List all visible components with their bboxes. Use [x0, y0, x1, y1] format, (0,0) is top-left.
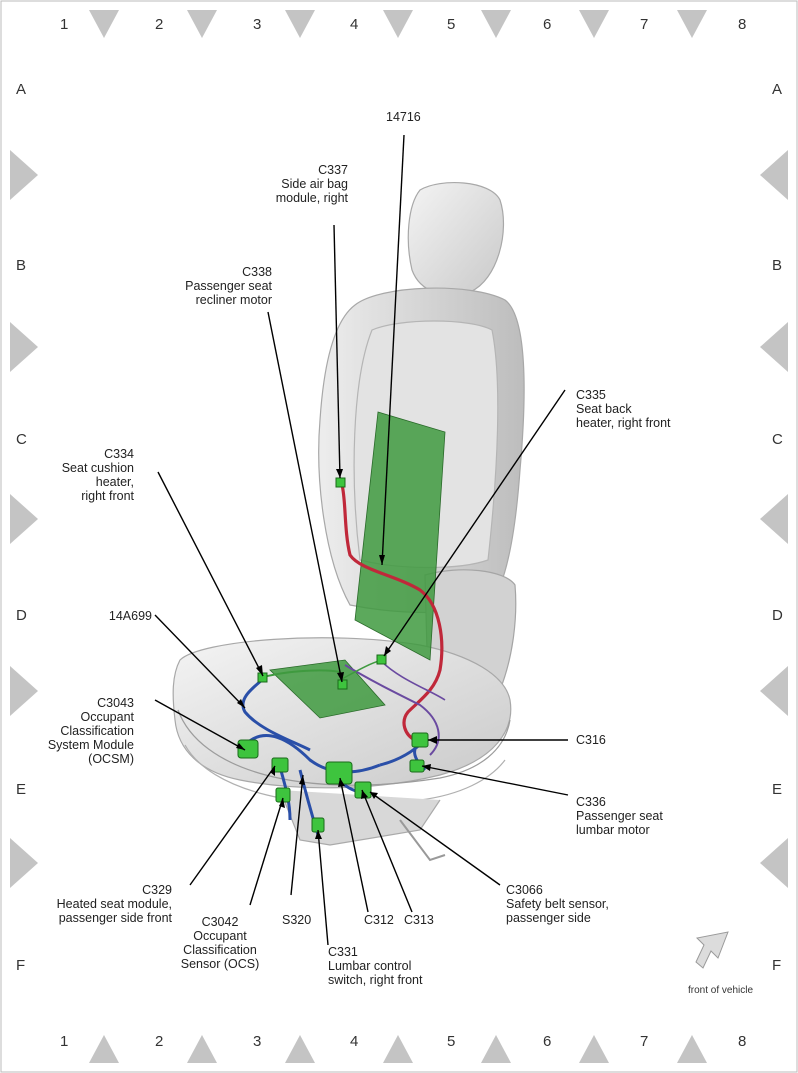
connector-c336 — [409, 759, 425, 773]
grid-row-c-right: C — [772, 431, 783, 448]
grid-row-e-left: E — [16, 781, 27, 798]
grid-col-7-bottom: 7 — [640, 1033, 649, 1050]
label-c337: C337 Side air bag module, right — [275, 163, 348, 205]
grid-row-b-left: B — [16, 257, 27, 274]
connector-c337 — [335, 477, 346, 488]
label-c316: C316 — [576, 733, 606, 747]
red-harness — [340, 484, 444, 742]
connectors — [237, 477, 429, 833]
label-c312: C312 — [364, 913, 394, 927]
leader-arrowheads — [236, 469, 437, 839]
grid-col-2-bottom: 2 — [155, 1033, 164, 1050]
grid-row-f-left: F — [16, 957, 26, 974]
label-c334: C334 Seat cushion heater, right front — [61, 447, 134, 503]
label-c3066: C3066 Safety belt sensor, passenger side — [506, 883, 609, 925]
connector-c3043 — [237, 739, 259, 759]
grid-markers-right — [760, 150, 788, 888]
connector-c329 — [271, 757, 289, 773]
grid-col-6-top: 6 — [543, 16, 552, 33]
grid-row-d-left: D — [16, 607, 27, 624]
grid-col-3-top: 3 — [253, 16, 262, 33]
connector-c316 — [411, 732, 429, 748]
connector-c335 — [376, 654, 387, 665]
front-of-vehicle-label: front of vehicle — [688, 985, 754, 996]
leader-lines — [154, 134, 569, 946]
front-of-vehicle-arrow — [695, 931, 729, 969]
grid-col-4-top: 4 — [350, 16, 359, 33]
connector-c338 — [337, 679, 348, 690]
grid-col-8-bottom: 8 — [738, 1033, 747, 1050]
grid-row-a-right: A — [772, 81, 783, 98]
grid-col-1-top: 1 — [60, 16, 69, 33]
seat-back-heater-pad — [354, 411, 446, 661]
grid-col-4-bottom: 4 — [350, 1033, 359, 1050]
grid-markers-left — [10, 150, 38, 888]
label-c313: C313 — [404, 913, 434, 927]
grid-col-1-bottom: 1 — [60, 1033, 69, 1050]
grid-markers-top — [89, 10, 707, 38]
label-c3043: C3043 Occupant Classification System Mod… — [47, 696, 134, 766]
label-14a699: 14A699 — [108, 609, 152, 623]
label-c3042: C3042 Occupant Classification Sensor (OC… — [180, 915, 260, 971]
label-c338: C338 Passenger seat recliner motor — [185, 265, 272, 307]
grid-row-b-right: B — [772, 257, 783, 274]
grid-row-d-right: D — [772, 607, 783, 624]
label-c329: C329 Heated seat module, passenger side … — [56, 883, 172, 925]
grid-col-7-top: 7 — [640, 16, 649, 33]
grid-col-8-top: 8 — [738, 16, 747, 33]
label-c336: C336 Passenger seat lumbar motor — [576, 795, 663, 837]
grid-col-6-bottom: 6 — [543, 1033, 552, 1050]
connector-c312 — [325, 761, 353, 785]
grid-col-5-bottom: 5 — [447, 1033, 456, 1050]
connector-c331 — [311, 817, 325, 833]
label-14716: 14716 — [386, 110, 421, 124]
grid-col-5-top: 5 — [447, 16, 456, 33]
grid-row-e-right: E — [772, 781, 783, 798]
grid-col-2-top: 2 — [155, 16, 164, 33]
grid-markers-bottom — [89, 1035, 707, 1063]
grid-row-a-left: A — [16, 81, 27, 98]
grid-row-f-right: F — [772, 957, 782, 974]
label-c335: C335 Seat back heater, right front — [576, 388, 671, 430]
grid-row-c-left: C — [16, 431, 27, 448]
grid-col-3-bottom: 3 — [253, 1033, 262, 1050]
label-c331: C331 Lumbar control switch, right front — [328, 945, 423, 987]
label-s320: S320 — [282, 913, 312, 927]
seat-cushion-heater-pad — [269, 659, 386, 719]
